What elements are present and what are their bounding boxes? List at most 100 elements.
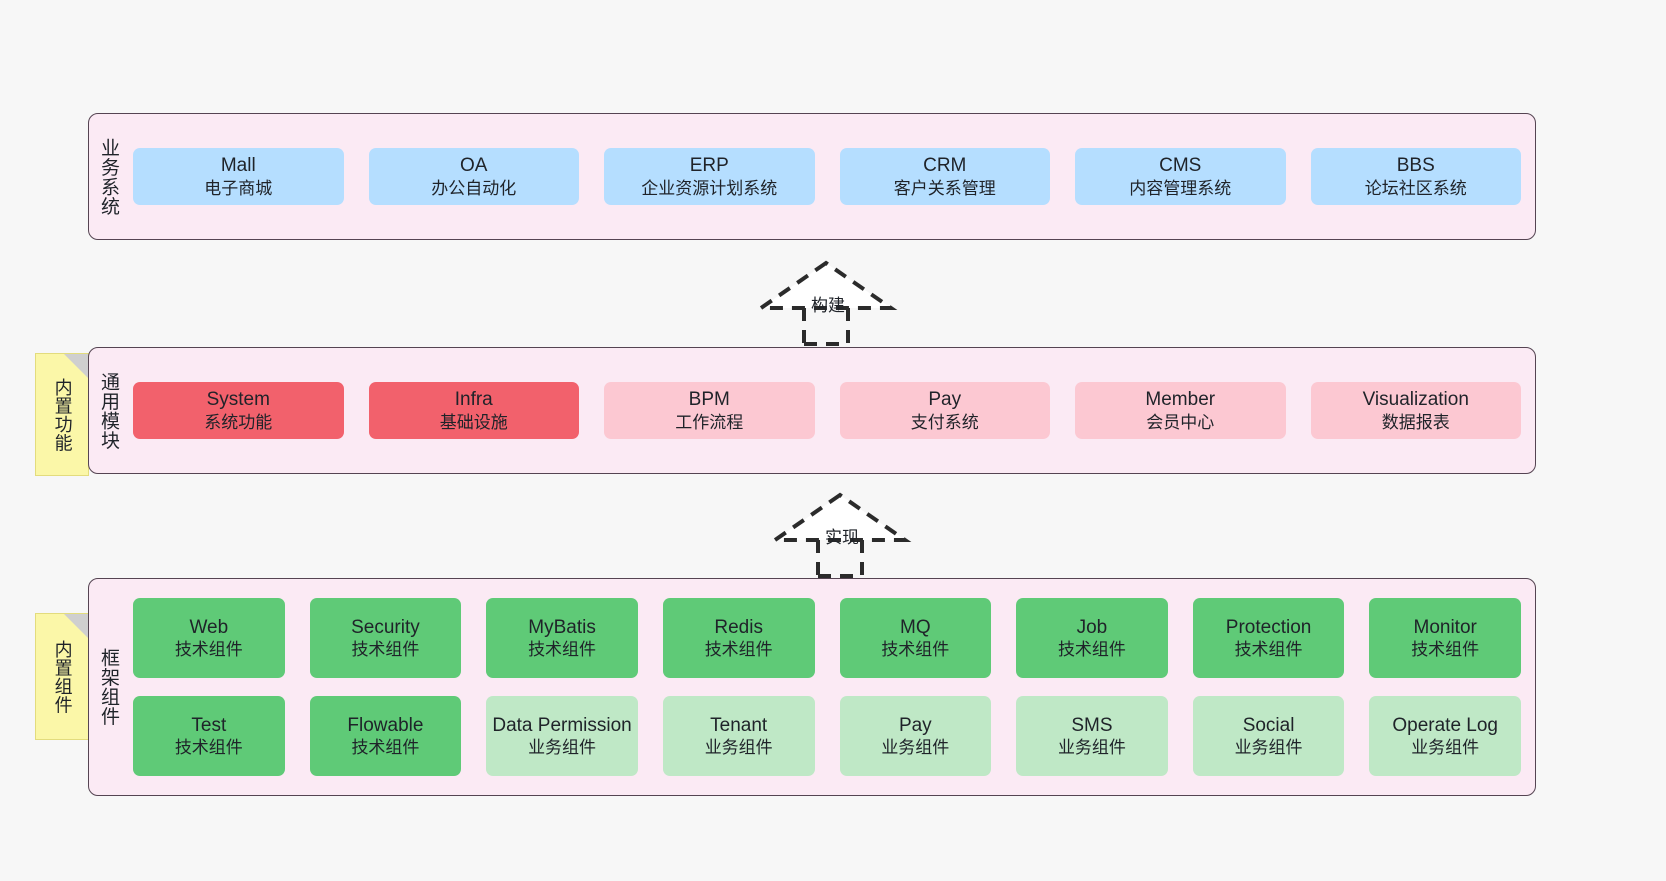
node-subtitle: 技术组件 xyxy=(704,640,773,660)
node-name: Redis xyxy=(714,616,763,638)
layer-title-framework-components: 框架组件 xyxy=(98,648,120,726)
node-name: CRM xyxy=(923,155,967,176)
node-infra[interactable]: Infra 基础设施 xyxy=(368,382,579,439)
folded-corner-icon xyxy=(64,354,88,378)
node-subtitle: 技术组件 xyxy=(881,640,950,660)
node-subtitle: 业务组件 xyxy=(704,738,773,758)
node-subtitle: 企业资源计划系统 xyxy=(641,178,778,198)
node-subtitle: 技术组件 xyxy=(1411,640,1480,660)
node-name: Security xyxy=(351,616,420,638)
layer-common-modules: 通用模块 System 系统功能 Infra 基础设施 BPM 工作流程 Pay… xyxy=(88,347,1536,474)
connector-build-label: 构建 xyxy=(811,296,845,315)
node-row: System 系统功能 Infra 基础设施 BPM 工作流程 Pay 支付系统… xyxy=(133,382,1521,439)
node-subtitle: 支付系统 xyxy=(910,412,979,432)
node-subtitle: 业务组件 xyxy=(528,738,597,758)
node-mall[interactable]: Mall 电子商城 xyxy=(133,148,344,205)
sticky-note-label: 内置组件 xyxy=(52,639,73,714)
node-subtitle: 技术组件 xyxy=(528,640,597,660)
node-subtitle: 技术组件 xyxy=(351,738,420,758)
node-name: Mall xyxy=(220,155,256,176)
node-subtitle: 业务组件 xyxy=(1411,738,1480,758)
node-subtitle: 技术组件 xyxy=(174,640,243,660)
node-pay-component[interactable]: Pay 业务组件 xyxy=(839,696,992,776)
node-name: Operate Log xyxy=(1392,714,1498,736)
node-subtitle: 电子商城 xyxy=(204,178,273,198)
layer-title-common-modules: 通用模块 xyxy=(98,371,120,450)
node-subtitle: 技术组件 xyxy=(351,640,420,660)
node-monitor[interactable]: Monitor 技术组件 xyxy=(1369,598,1521,678)
node-name: Visualization xyxy=(1362,389,1469,410)
node-name: Job xyxy=(1076,616,1108,638)
node-subtitle: 业务组件 xyxy=(881,738,950,758)
node-subtitle: 数据报表 xyxy=(1381,412,1450,432)
node-job[interactable]: Job 技术组件 xyxy=(1016,598,1168,678)
generalization-arrow-icon xyxy=(754,260,898,346)
node-name: Data Permission xyxy=(492,714,632,736)
node-mybatis[interactable]: MyBatis 技术组件 xyxy=(486,598,638,678)
node-name: OA xyxy=(460,155,488,176)
node-operate-log[interactable]: Operate Log 业务组件 xyxy=(1369,696,1521,776)
node-system[interactable]: System 系统功能 xyxy=(133,382,344,439)
node-name: Web xyxy=(189,616,229,638)
node-visualization[interactable]: Visualization 数据报表 xyxy=(1310,382,1521,439)
node-subtitle: 论坛社区系统 xyxy=(1364,178,1467,198)
node-tenant[interactable]: Tenant 业务组件 xyxy=(662,696,815,776)
sticky-note-label: 内置功能 xyxy=(52,377,73,452)
node-member[interactable]: Member 会员中心 xyxy=(1075,382,1286,439)
layer-business-systems: 业务系统 Mall 电子商城 OA 办公自动化 ERP 企业资源计划系统 CRM… xyxy=(88,113,1536,240)
node-pay[interactable]: Pay 支付系统 xyxy=(839,382,1050,439)
node-name: Flowable xyxy=(347,714,424,736)
node-security[interactable]: Security 技术组件 xyxy=(309,598,462,678)
node-oa[interactable]: OA 办公自动化 xyxy=(368,148,579,205)
node-name: System xyxy=(206,389,270,410)
node-subtitle: 业务组件 xyxy=(1057,738,1126,758)
node-subtitle: 会员中心 xyxy=(1146,412,1215,432)
node-name: ERP xyxy=(689,155,729,176)
node-subtitle: 业务组件 xyxy=(1234,738,1303,758)
node-name: Monitor xyxy=(1413,616,1477,638)
node-subtitle: 技术组件 xyxy=(1057,640,1126,660)
node-flowable[interactable]: Flowable 技术组件 xyxy=(309,696,462,776)
node-row: Test 技术组件 Flowable 技术组件 Data Permission … xyxy=(133,696,1521,776)
node-crm[interactable]: CRM 客户关系管理 xyxy=(839,148,1050,205)
node-sms[interactable]: SMS 业务组件 xyxy=(1016,696,1168,776)
node-name: SMS xyxy=(1071,714,1113,736)
node-social[interactable]: Social 业务组件 xyxy=(1192,696,1345,776)
node-name: Infra xyxy=(454,389,493,410)
node-name: Pay xyxy=(928,389,962,410)
node-name: BBS xyxy=(1396,155,1435,176)
node-subtitle: 技术组件 xyxy=(174,738,243,758)
layer-body-framework-components: Web 技术组件 Security 技术组件 MyBatis 技术组件 Redi… xyxy=(127,579,1535,795)
node-subtitle: 技术组件 xyxy=(1234,640,1303,660)
node-name: Protection xyxy=(1225,616,1312,638)
node-name: Test xyxy=(191,714,227,736)
node-row: Mall 电子商城 OA 办公自动化 ERP 企业资源计划系统 CRM 客户关系… xyxy=(133,148,1521,205)
node-bpm[interactable]: BPM 工作流程 xyxy=(604,382,815,439)
node-name: MyBatis xyxy=(528,616,596,638)
node-bbs[interactable]: BBS 论坛社区系统 xyxy=(1310,148,1521,205)
node-data-permission[interactable]: Data Permission 业务组件 xyxy=(486,696,638,776)
node-test[interactable]: Test 技术组件 xyxy=(133,696,285,776)
node-protection[interactable]: Protection 技术组件 xyxy=(1192,598,1345,678)
sticky-note-builtin-components: 内置组件 xyxy=(35,613,89,740)
node-name: Pay xyxy=(898,714,932,736)
node-row: Web 技术组件 Security 技术组件 MyBatis 技术组件 Redi… xyxy=(133,598,1521,678)
node-name: Social xyxy=(1242,714,1295,736)
node-subtitle: 工作流程 xyxy=(675,412,744,432)
node-subtitle: 办公自动化 xyxy=(431,178,517,198)
connector-build: 构建 xyxy=(754,258,906,346)
connector-implement: 实现 xyxy=(768,490,920,578)
node-subtitle: 内容管理系统 xyxy=(1129,178,1232,198)
node-redis[interactable]: Redis 技术组件 xyxy=(662,598,815,678)
node-subtitle: 基础设施 xyxy=(439,412,508,432)
node-mq[interactable]: MQ 技术组件 xyxy=(839,598,992,678)
layer-body-business-systems: Mall 电子商城 OA 办公自动化 ERP 企业资源计划系统 CRM 客户关系… xyxy=(127,114,1535,239)
node-name: Member xyxy=(1145,389,1216,410)
node-web[interactable]: Web 技术组件 xyxy=(133,598,285,678)
folded-corner-icon xyxy=(64,614,88,638)
node-cms[interactable]: CMS 内容管理系统 xyxy=(1075,148,1286,205)
node-name: BPM xyxy=(688,389,730,410)
node-erp[interactable]: ERP 企业资源计划系统 xyxy=(604,148,815,205)
layer-body-common-modules: System 系统功能 Infra 基础设施 BPM 工作流程 Pay 支付系统… xyxy=(127,348,1535,473)
